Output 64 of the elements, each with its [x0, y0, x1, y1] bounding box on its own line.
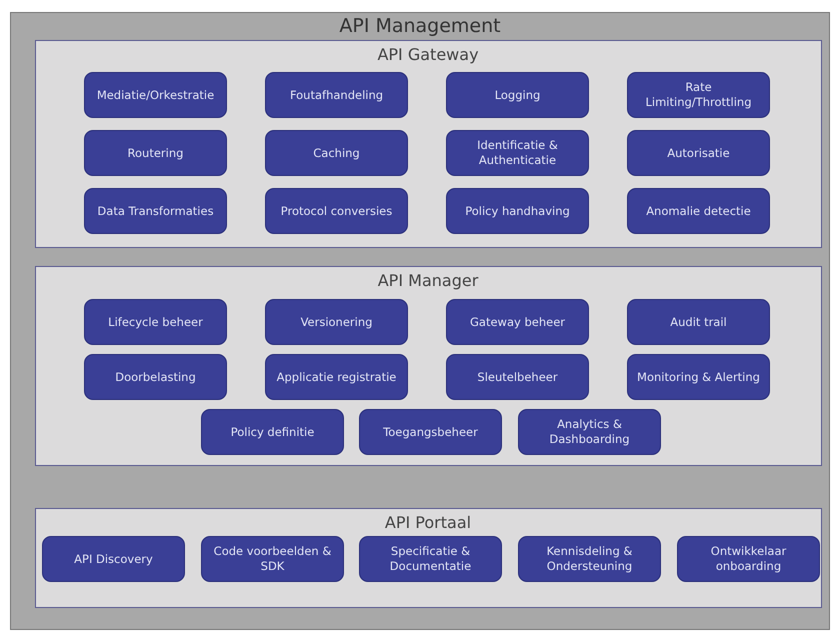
function-box [359, 536, 502, 582]
function-box [265, 72, 408, 118]
function-box [84, 354, 227, 400]
section-title: API Gateway [376, 44, 480, 64]
box-label: Kennisdeling & Ondersteuning [546, 544, 634, 574]
function-box [446, 130, 589, 176]
function-box [677, 536, 820, 582]
function-box [201, 536, 344, 582]
function-box [627, 188, 770, 234]
section-panel [34, 508, 822, 608]
box-label: Gateway beheer [469, 314, 566, 330]
section-title: API Portaal [384, 512, 472, 532]
box-label: Identificatie & Authenticatie [476, 138, 559, 168]
box-label: Foutafhandeling [288, 88, 384, 102]
box-label: API Discovery [73, 552, 154, 566]
section-panel [34, 40, 822, 248]
box-label: Anomalie detectie [645, 204, 752, 218]
box-label: Policy handhaving [464, 204, 571, 218]
box-label: Ontwikkelaar onboarding [710, 544, 788, 574]
function-box [627, 299, 770, 345]
box-label: Analytics & Dashboarding [548, 417, 631, 447]
function-box [446, 72, 589, 118]
function-box [446, 188, 589, 234]
function-box [42, 536, 185, 582]
box-label: Autorisatie [666, 146, 731, 160]
box-label: Protocol conversies [280, 204, 394, 218]
box-label: Specificatie & Documentatie [388, 544, 472, 574]
function-box [265, 354, 408, 400]
box-label: Logging [494, 88, 542, 102]
function-box [359, 409, 502, 455]
box-label: Caching [312, 146, 361, 160]
outer-panel [10, 12, 830, 630]
function-box [518, 536, 661, 582]
box-label: Versionering [300, 314, 374, 330]
box-label: Policy definitie [230, 424, 316, 440]
function-box [518, 409, 661, 455]
box-label: Doorbelasting [114, 370, 197, 384]
function-box [84, 188, 227, 234]
section-title: API Management [338, 15, 502, 37]
box-label: Rate Limiting/Throttling [644, 80, 752, 110]
box-label: Audit trail [669, 314, 728, 330]
box-label: Applicatie registratie [276, 370, 398, 384]
function-box [446, 299, 589, 345]
function-box [627, 354, 770, 400]
box-label: Toegangsbeheer [382, 424, 479, 440]
function-box [627, 130, 770, 176]
box-label: Routering [126, 146, 184, 160]
function-box [201, 409, 344, 455]
box-label: Data Transformaties [96, 204, 215, 218]
function-box [84, 299, 227, 345]
function-box [265, 188, 408, 234]
function-box [265, 130, 408, 176]
function-box [84, 72, 227, 118]
function-box [84, 130, 227, 176]
section-title: API Manager [376, 270, 480, 290]
box-label: Code voorbeelden & SDK [212, 544, 332, 574]
box-label: Monitoring & Alerting [636, 370, 761, 384]
box-label: Sleutelbeheer [476, 370, 559, 384]
function-box [446, 354, 589, 400]
section-panel [34, 266, 822, 466]
box-label: Mediatie/Orkestratie [96, 88, 216, 102]
function-box [265, 299, 408, 345]
box-label: Lifecycle beheer [107, 314, 204, 330]
function-box [627, 72, 770, 118]
